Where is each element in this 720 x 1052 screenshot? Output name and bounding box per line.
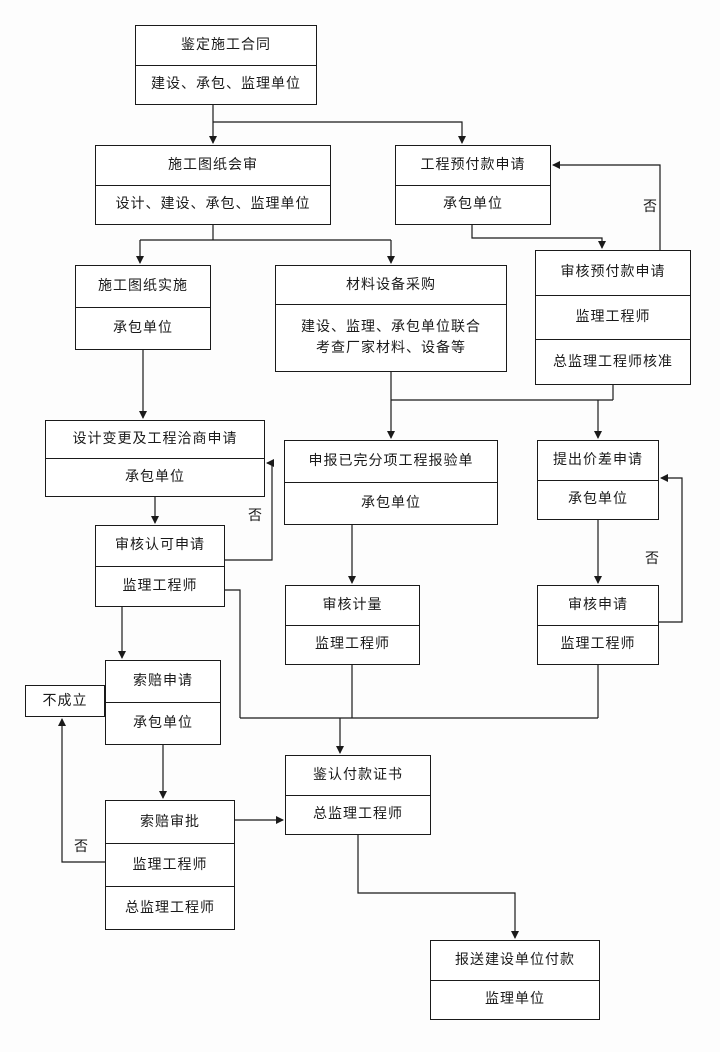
node-payment-certificate: 鉴认付款证书 总监理工程师 [285,755,431,835]
connector-claim-no-loop [58,718,105,863]
node-inspection-form-body: 承包单位 [285,482,497,524]
node-prepayment-request-body: 承包单位 [396,184,550,225]
connector-prepayment-request-to-review [471,225,606,249]
node-material-procurement-body-line1: 建设、监理、承包单位联合 [301,320,481,335]
node-measurement-review: 审核计量 监理工程师 [285,585,420,665]
node-drawing-review-title: 施工图纸会审 [168,157,258,173]
node-approval-review: 审核认可申请 监理工程师 [95,525,225,607]
connector-approval-no-loop [225,459,274,561]
connector-price-no-loop [659,474,683,623]
node-claim-approval-row3: 总监理工程师 [106,886,234,929]
node-material-procurement-body: 建设、监理、承包单位联合 考查厂家材料、设备等 [276,304,506,371]
node-design-change-request: 设计变更及工程洽商申请 承包单位 [45,420,265,497]
node-inspection-form: 申报已完分项工程报验单 承包单位 [284,440,498,525]
node-approval-review-title: 审核认可申请 [115,538,205,554]
node-claim-request-body: 承包单位 [106,702,220,744]
node-prepayment-request: 工程预付款申请 承包单位 [395,145,551,225]
node-not-established-title: 不成立 [42,693,88,709]
node-prepayment-review-row3: 总监理工程师核准 [536,339,690,384]
node-submit-payment: 报送建设单位付款 监理单位 [430,940,600,1020]
node-measurement-review-body: 监理工程师 [286,624,419,665]
node-prepayment-request-title: 工程预付款申请 [420,157,526,173]
node-submit-payment-title: 报送建设单位付款 [455,952,575,968]
node-claim-approval-title: 索赔审批 [140,814,200,830]
connector-certificate-to-submit-payment [357,835,519,939]
node-prepayment-review-row2: 监理工程师 [536,294,690,340]
node-approval-review-body: 监理工程师 [96,565,224,607]
node-material-procurement-title: 材料设备采购 [346,277,436,293]
node-drawing-implementation-title: 施工图纸实施 [98,279,188,294]
node-not-established: 不成立 [25,685,105,717]
connector-contract-to-prepayment-request [213,121,466,144]
node-claim-request: 索赔申请 承包单位 [105,660,221,745]
connector-approval-to-collector [225,589,241,718]
connector-prepayment-no-loop [552,161,661,250]
node-material-procurement-body-line2: 考查厂家材料、设备等 [316,341,466,356]
node-measurement-review-title: 审核计量 [322,597,383,613]
node-submit-payment-body: 监理单位 [431,979,599,1020]
node-price-diff-request-body: 承包单位 [538,479,658,520]
no-label-prepayment: 否 [641,196,659,216]
node-contract-body: 建设、承包、监理单位 [136,64,316,105]
node-design-change-request-body: 承包单位 [46,458,264,496]
node-drawing-implementation: 施工图纸实施 承包单位 [75,265,211,350]
node-claim-request-title: 索赔申请 [133,674,193,689]
node-contract-title: 鉴定施工合同 [181,37,271,53]
no-label-design-change: 否 [246,505,264,525]
node-design-change-request-title: 设计变更及工程洽商申请 [72,432,238,447]
node-request-review-body: 监理工程师 [538,624,658,665]
node-drawing-review-body: 设计、建设、承包、监理单位 [96,184,330,225]
node-claim-approval-row2: 监理工程师 [106,843,234,886]
node-prepayment-review: 审核预付款申请 监理工程师 总监理工程师核准 [535,250,691,385]
node-contract: 鉴定施工合同 建设、承包、监理单位 [135,25,317,105]
node-price-diff-request-title: 提出价差申请 [553,452,643,468]
no-label-price-diff: 否 [643,548,661,568]
node-material-procurement: 材料设备采购 建设、监理、承包单位联合 考查厂家材料、设备等 [275,265,507,372]
node-payment-certificate-title: 鉴认付款证书 [313,767,403,783]
node-request-review-title: 审核申请 [568,597,628,613]
node-inspection-form-title: 申报已完分项工程报验单 [308,454,474,469]
node-price-diff-request: 提出价差申请 承包单位 [537,440,659,520]
node-claim-approval: 索赔审批 监理工程师 总监理工程师 [105,800,235,930]
node-prepayment-review-title: 审核预付款申请 [560,265,666,281]
node-drawing-review: 施工图纸会审 设计、建设、承包、监理单位 [95,145,331,225]
node-request-review: 审核申请 监理工程师 [537,585,659,665]
no-label-claim: 否 [72,836,90,856]
node-payment-certificate-body: 总监理工程师 [286,794,430,835]
node-drawing-implementation-body: 承包单位 [76,307,210,349]
